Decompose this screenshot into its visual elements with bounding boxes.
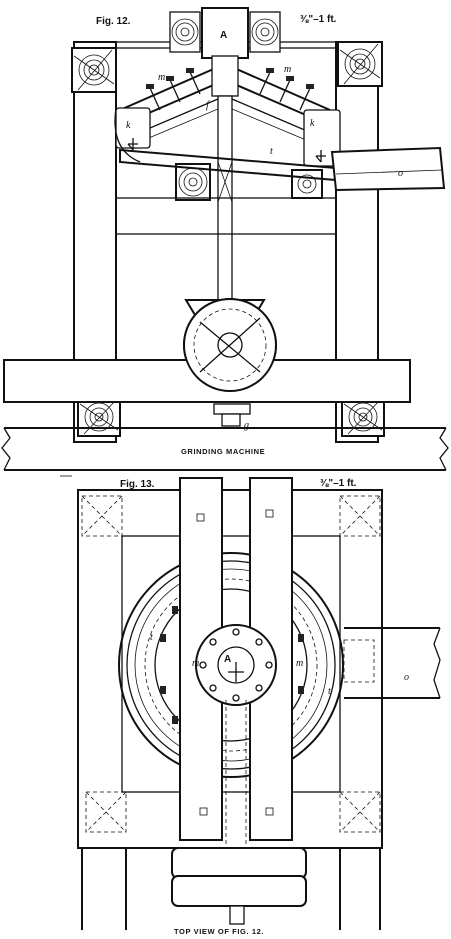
fig12-scale: ⅜"–1 ft. <box>300 14 337 25</box>
fig12-timber-top-a-left <box>169 11 201 53</box>
fig12-part-k-right: k <box>310 118 315 129</box>
fig12-caption: GRINDING MACHINE <box>181 447 265 456</box>
fig12-timber-bottom-left <box>77 397 121 437</box>
fig12-title: Fig. 12. <box>96 16 131 27</box>
fig12-timber-top-left <box>71 47 117 93</box>
fig13-corner-bottom-right <box>339 791 381 833</box>
fig12-chute <box>330 146 446 192</box>
fig13-part-m-right: m <box>296 658 303 669</box>
fig12-timber-mid-right <box>291 169 323 199</box>
fig13-inner-frame <box>121 535 341 793</box>
fig13-part-t-right: t <box>328 686 331 697</box>
fig12-foundation <box>1 427 449 477</box>
fig13-corner-top-right <box>339 495 381 537</box>
fig12-timber-top-right <box>337 41 383 87</box>
fig13-part-m-left: m <box>192 658 199 669</box>
fig12-shaft-housing <box>201 7 249 59</box>
fig13-part-a: A <box>224 654 231 665</box>
fig13-chute <box>343 627 441 699</box>
fig12-middle-beam <box>115 197 337 235</box>
fig12-part-f: f <box>206 100 210 111</box>
fig13-caption: TOP VIEW OF FIG. 12. <box>174 927 264 936</box>
fig12-timber-bottom-right <box>341 397 385 437</box>
fig12-step-bearing <box>213 403 251 415</box>
fig12-part-o: o <box>398 168 403 179</box>
fig13-pulley <box>171 847 307 925</box>
fig12-part-m-left: m <box>158 72 165 83</box>
fig13-shaft-hidden <box>225 700 247 845</box>
fig12-vertical-shaft <box>217 95 233 307</box>
fig13-drawing <box>77 477 441 930</box>
fig13-part-t-left: t <box>150 632 153 643</box>
fig12-part-t: t <box>270 146 273 157</box>
fig12-part-g: g <box>244 420 249 431</box>
fig12-timber-top-a-right <box>249 11 281 53</box>
fig12-part-a: A <box>220 30 227 41</box>
fig13-corner-top-left <box>81 495 123 537</box>
fig13-mill-circles <box>118 552 344 778</box>
fig12-shaft-cross <box>217 161 233 203</box>
fig13-scale: ⅜"–1 ft. <box>320 478 357 489</box>
fig13-corner-bottom-left <box>85 791 127 833</box>
fig13-title: Fig. 13. <box>120 479 155 490</box>
fig12-left-post <box>73 41 117 443</box>
fig13-hub <box>195 624 277 706</box>
fig12-part-k-left: k <box>126 120 131 131</box>
fig12-drawing <box>1 7 449 477</box>
fig13-part-o: o <box>404 672 409 683</box>
fig12-part-m-right: m <box>284 64 291 75</box>
